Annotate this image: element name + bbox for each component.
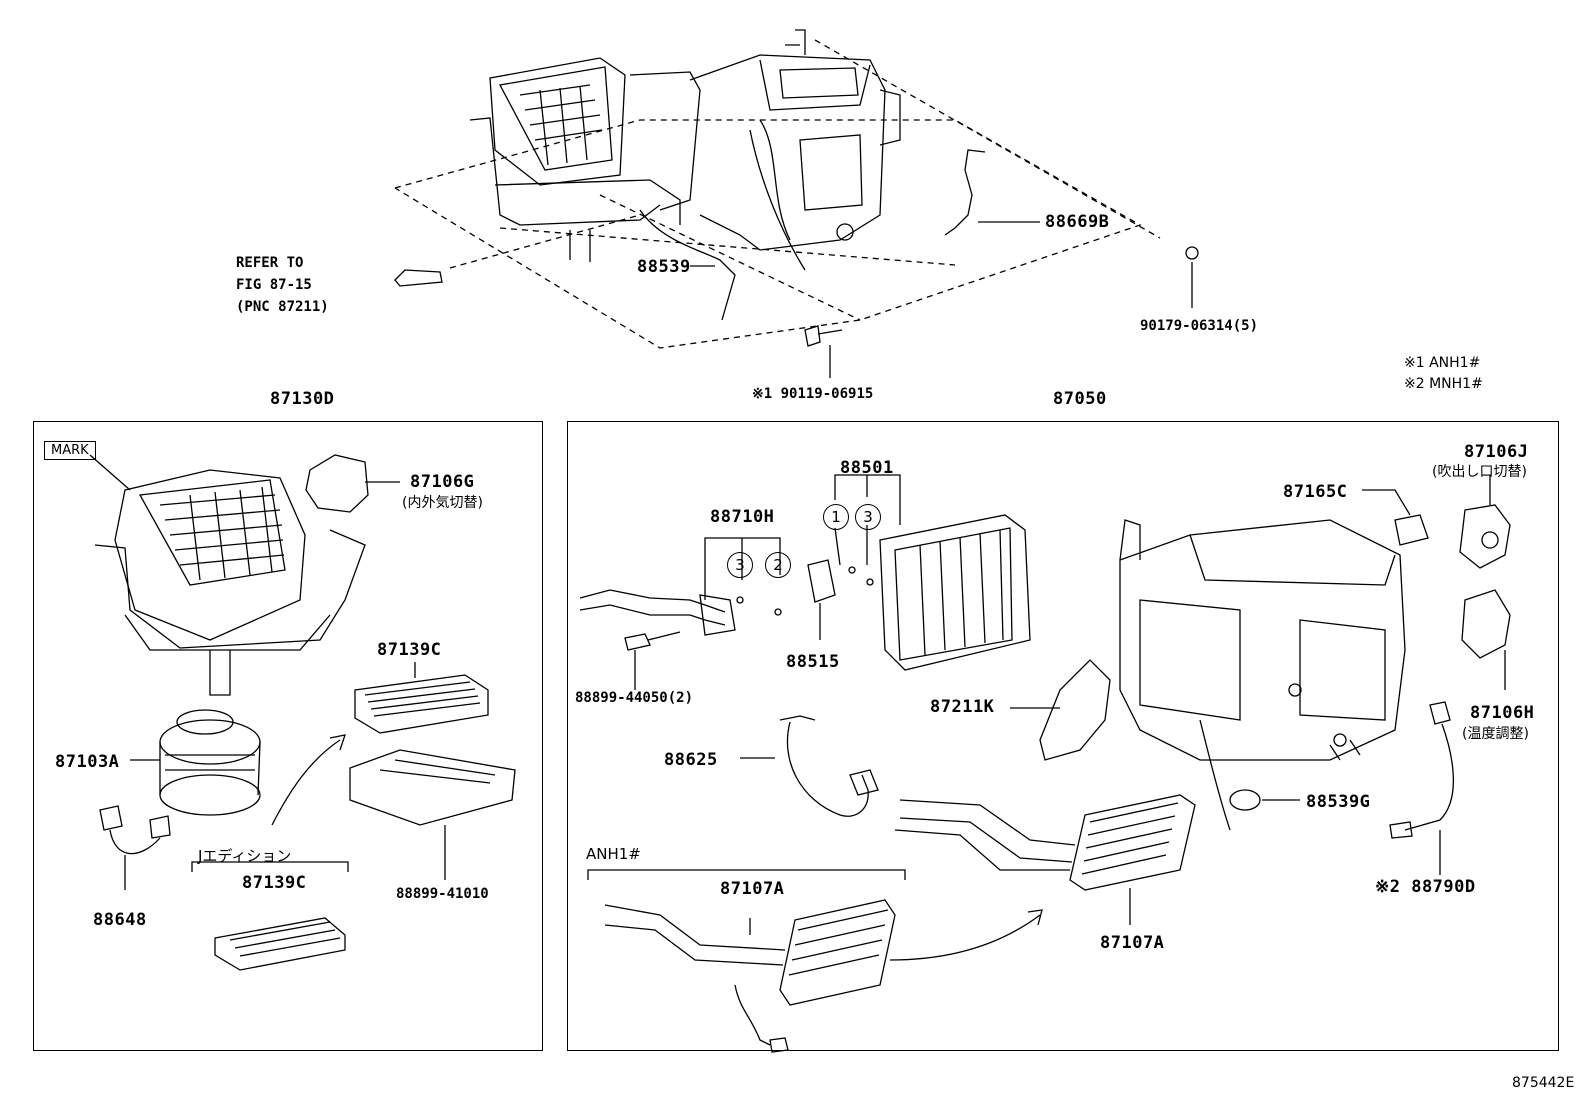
note-2: ※2 MNH1# xyxy=(1404,376,1483,392)
pipes-88710h xyxy=(579,589,726,626)
filter-87139c xyxy=(354,674,489,734)
part-88790d: ※2 88790D xyxy=(1375,877,1476,897)
part-88539: 88539 xyxy=(637,257,691,277)
part-88501: 88501 xyxy=(840,458,894,478)
part-87106g: 87106G xyxy=(410,472,475,492)
part-88899-44050: 88899-44050(2) xyxy=(575,690,694,706)
part-88625: 88625 xyxy=(664,750,718,770)
sensor-88790d xyxy=(1429,701,1451,725)
nut-90179 xyxy=(1185,246,1199,260)
anh1-label: ANH1# xyxy=(586,845,641,863)
sensor-87165c xyxy=(1394,514,1429,546)
bolt-90119 xyxy=(804,325,843,347)
valve-88515 xyxy=(807,559,836,603)
bolt-88899-44050 xyxy=(624,631,681,651)
part-90119: ※1 90119-06915 xyxy=(752,386,874,402)
clip-87211 xyxy=(394,269,443,287)
heater-core-87107a-left xyxy=(604,899,896,1053)
evaporator-88501 xyxy=(879,514,1031,671)
figure-id: 875442E xyxy=(1512,1075,1575,1091)
group-box-87130d xyxy=(33,421,543,1051)
duct-87211k xyxy=(1039,659,1111,761)
refer-line-3: (PNC 87211) xyxy=(236,299,329,315)
part-90179: 90179-06314(5) xyxy=(1140,318,1259,334)
blower-unit-drawing xyxy=(94,469,366,696)
install-arrow xyxy=(271,739,341,826)
part-87107a-left: 87107A xyxy=(720,879,785,899)
note-1: ※1 ANH1# xyxy=(1404,355,1481,371)
part-87103a: 87103A xyxy=(55,752,120,772)
part-87165c: 87165C xyxy=(1283,482,1348,502)
mounting-dashed-outline xyxy=(394,39,1161,349)
part-87211k: 87211K xyxy=(930,697,995,717)
callout-2: 2 xyxy=(765,552,791,578)
part-87106h-desc: (温度調整) xyxy=(1462,726,1529,742)
part-88648: 88648 xyxy=(93,910,147,930)
callout-1: 1 xyxy=(823,504,849,530)
part-87107a-right: 87107A xyxy=(1100,933,1165,953)
actuator-87106g xyxy=(305,454,369,513)
group-box-87050 xyxy=(567,421,1559,1051)
group-title-87130d: 87130D xyxy=(270,389,335,409)
sensor-88625 xyxy=(779,715,869,817)
part-87139c-a: 87139C xyxy=(377,640,442,660)
resistor-88648 xyxy=(99,805,171,839)
part-87106j: 87106J xyxy=(1464,442,1529,462)
case-87050 xyxy=(1119,519,1406,831)
part-88515: 88515 xyxy=(786,652,840,672)
hose-88669b xyxy=(944,149,986,236)
filter-jedition xyxy=(214,917,346,971)
actuator-87106j xyxy=(1459,504,1511,569)
callout-3-evap: 3 xyxy=(855,504,881,530)
part-87139c-b: 87139C xyxy=(242,873,307,893)
blower-motor-87103a xyxy=(159,709,261,816)
heater-core-87107a-right xyxy=(894,794,1196,891)
actuator-87106h xyxy=(1461,589,1511,659)
part-88669b: 88669B xyxy=(1045,212,1110,232)
mark-label: MARK xyxy=(44,441,96,460)
part-87106h: 87106H xyxy=(1470,703,1535,723)
install-arrow-right xyxy=(889,914,1041,961)
filter-cover xyxy=(349,749,516,826)
part-88539g: 88539G xyxy=(1306,792,1371,812)
part-88899-41010: 88899-41010 xyxy=(396,886,489,902)
group-title-87050: 87050 xyxy=(1053,389,1107,409)
jedition-label: Jエディション xyxy=(198,847,292,865)
refer-line-2: FIG 87-15 xyxy=(236,277,312,293)
part-87106g-desc: (内外気切替) xyxy=(402,495,483,511)
callout-3-valve: 3 xyxy=(727,552,753,578)
grommet-88539g xyxy=(1229,789,1261,811)
part-87106j-desc: (吹出し口切替) xyxy=(1432,464,1527,480)
hvac-assembly-top xyxy=(469,29,901,321)
refer-line-1: REFER TO xyxy=(236,255,304,271)
part-88710h: 88710H xyxy=(710,507,775,527)
